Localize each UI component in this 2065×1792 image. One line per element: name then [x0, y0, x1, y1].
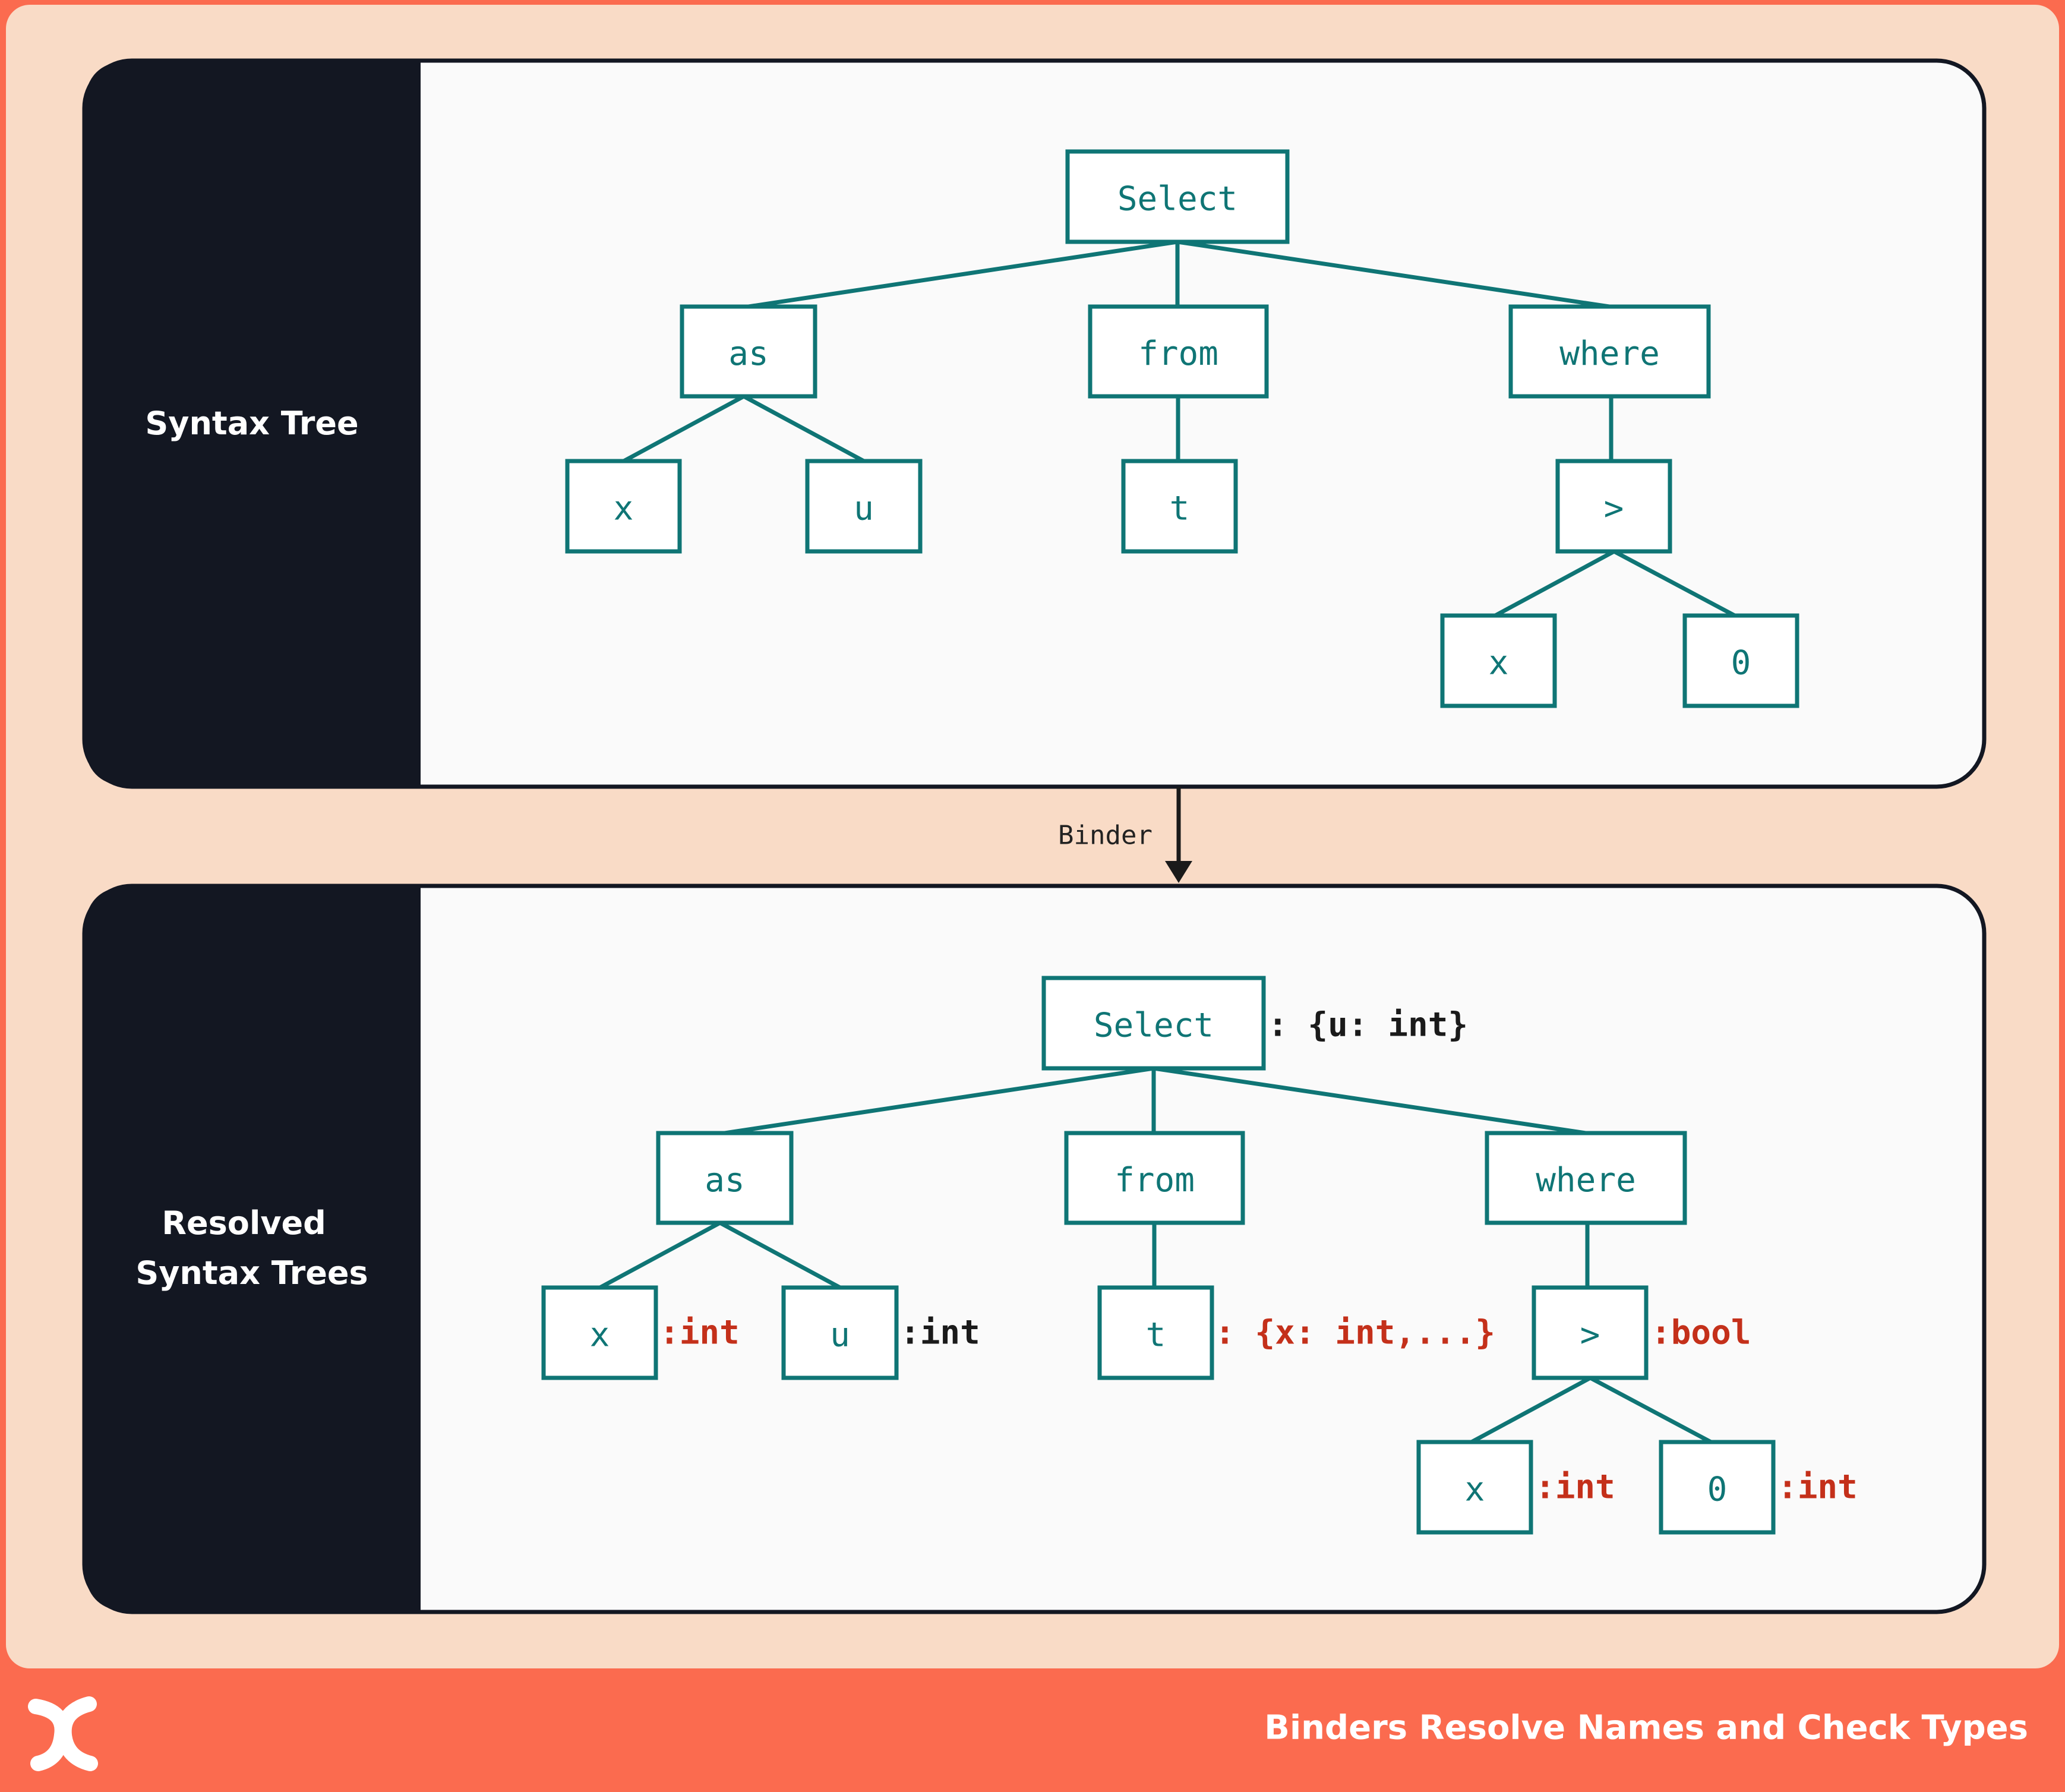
- tree-edge: [1494, 549, 1615, 618]
- type-annotation: :int: [900, 1314, 980, 1352]
- type-annotation: :int: [1535, 1468, 1615, 1507]
- tree-node-t: t : {x: int,...}: [1097, 1285, 1495, 1380]
- tree-edge: [1613, 549, 1736, 618]
- tree-node-box: [1088, 304, 1269, 399]
- tree-node-box: [1064, 1131, 1245, 1225]
- caption: Binders Resolve Names and Check Types: [1264, 1709, 2028, 1747]
- tree-node-box: [805, 459, 923, 554]
- panel-dark-sidebar: [84, 886, 421, 1612]
- tree-node-x1: x :int: [541, 1285, 740, 1380]
- tree-node-label: as: [728, 335, 768, 373]
- tree-node-where: where: [1508, 304, 1711, 399]
- tree-node-from: from: [1064, 1131, 1245, 1225]
- tree-node-box: [1508, 304, 1711, 399]
- tree-node-label: as: [705, 1161, 744, 1200]
- tree-node-x2: x: [1440, 613, 1557, 708]
- panel-title-line: Syntax Trees: [135, 1254, 368, 1292]
- tree-node-box: [656, 1131, 794, 1225]
- tree-node-box: [1485, 1131, 1687, 1225]
- tree-edge: [743, 394, 865, 463]
- panel-syntax-tree: Syntax Tree Select as from where x u t > x 0: [82, 58, 1987, 789]
- tree-node-select: Select : {u: int}: [1041, 976, 1468, 1071]
- tree-node-label: x: [590, 1316, 610, 1355]
- tree-node-box: [565, 459, 682, 554]
- tree-edge: [748, 239, 1178, 309]
- tree-node-label: from: [1114, 1161, 1195, 1200]
- tree-node-label: t: [1170, 490, 1190, 528]
- binder-arrow: Binder: [1058, 787, 1192, 883]
- tree-node-label: x: [1489, 644, 1509, 683]
- tree-node-box: [1682, 613, 1799, 708]
- tree-node-box: [1097, 1285, 1214, 1380]
- tree-resolved: Select : {u: int} as from where x :int u :int t : …: [541, 976, 1858, 1535]
- tree-edge: [1589, 1375, 1712, 1444]
- tree-edge: [1177, 239, 1610, 309]
- tree-node-label: 0: [1707, 1471, 1728, 1509]
- binder-label: Binder: [1058, 821, 1153, 851]
- panel-resolved-syntax-trees: Resolved Syntax Trees Select : {u: int} as…: [82, 884, 1987, 1614]
- tree-node-label: >: [1580, 1316, 1600, 1355]
- tree-edge: [1470, 1375, 1592, 1444]
- tree-node-gt: > :bool: [1532, 1285, 1751, 1380]
- tree-node-as: as: [680, 304, 817, 399]
- tree-node-select: Select: [1065, 149, 1290, 244]
- tree-node-x2: x :int: [1416, 1440, 1615, 1535]
- tree-node-box: [781, 1285, 899, 1380]
- tree-node-label: x: [1465, 1471, 1485, 1509]
- tree-node-box: [1041, 976, 1266, 1071]
- tree-edge: [724, 1066, 1154, 1135]
- tree-syntax: Select as from where x u t > x 0: [565, 149, 1799, 708]
- panel-title: Syntax Tree: [145, 405, 358, 442]
- tree-node-zero: 0 :int: [1659, 1440, 1858, 1535]
- tree-node-label: >: [1604, 490, 1624, 528]
- panel-title-line: Resolved: [162, 1204, 326, 1242]
- tree-edge: [623, 394, 745, 463]
- tree-node-x1: x: [565, 459, 682, 554]
- tree-node-box: [1532, 1285, 1649, 1380]
- tree-node-label: x: [614, 490, 634, 528]
- tree-node-box: [1555, 459, 1672, 554]
- tree-node-box: [1416, 1440, 1533, 1535]
- tree-node-box: [541, 1285, 658, 1380]
- tree-node-label: where: [1536, 1161, 1636, 1200]
- tree-node-u: u :int: [781, 1285, 980, 1380]
- tree-node-label: Select: [1117, 180, 1237, 219]
- x-logo-icon: [28, 1696, 98, 1771]
- tree-node-label: u: [830, 1316, 850, 1355]
- footer: Binders Resolve Names and Check Types: [28, 1696, 2028, 1771]
- tree-node-box: [1065, 149, 1290, 244]
- tree-node-where: where: [1485, 1131, 1687, 1225]
- type-annotation: : {x: int,...}: [1215, 1314, 1495, 1352]
- tree-edge: [1153, 1066, 1586, 1135]
- tree-node-gt: >: [1555, 459, 1672, 554]
- tree-node-label: t: [1146, 1316, 1166, 1355]
- type-annotation: :bool: [1651, 1314, 1751, 1352]
- tree-node-box: [1440, 613, 1557, 708]
- tree-node-u: u: [805, 459, 923, 554]
- tree-node-label: where: [1559, 335, 1660, 373]
- binder-arrow-head: [1165, 861, 1192, 883]
- tree-node-as: as: [656, 1131, 794, 1225]
- panel-dark-sidebar: [84, 61, 421, 787]
- tree-node-box: [680, 304, 817, 399]
- tree-node-t: t: [1121, 459, 1238, 554]
- tree-node-box: [1659, 1440, 1776, 1535]
- tree-node-label: Select: [1094, 1007, 1214, 1045]
- tree-node-label: u: [854, 490, 874, 528]
- tree-node-zero: 0: [1682, 613, 1799, 708]
- type-annotation: :int: [1777, 1468, 1858, 1507]
- type-annotation: :int: [659, 1314, 740, 1352]
- tree-node-label: 0: [1731, 644, 1751, 683]
- tree-node-label: from: [1138, 335, 1218, 373]
- tree-node-from: from: [1088, 304, 1269, 399]
- panel-title: Resolved Syntax Trees: [135, 1204, 368, 1292]
- panel-title-line: Syntax Tree: [145, 405, 358, 442]
- tree-edge: [599, 1220, 721, 1290]
- type-annotation: : {u: int}: [1268, 1006, 1468, 1045]
- tree-node-box: [1121, 459, 1238, 554]
- tree-edge: [719, 1220, 841, 1290]
